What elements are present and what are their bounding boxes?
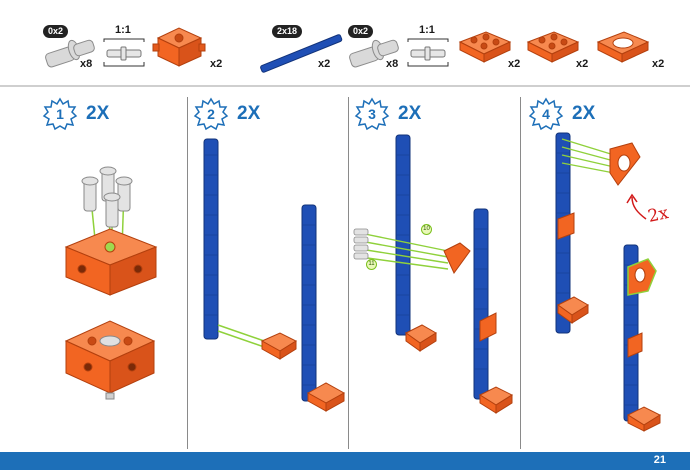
- step-4-quantity: 2X: [572, 103, 596, 124]
- panel-divider: [520, 97, 521, 449]
- orange-connector-block-icon: [152, 27, 206, 67]
- scale-label: 1:1: [115, 24, 131, 36]
- beam-qty: x2: [318, 58, 331, 70]
- handwritten-note: 2x: [646, 203, 671, 227]
- step-number: 4: [542, 106, 550, 122]
- orange-arch-piece-icon: [596, 31, 650, 63]
- handwritten-arrow-icon: [626, 193, 647, 220]
- piece-b-qty: x2: [576, 58, 589, 70]
- pin-qty-2: x8: [386, 58, 399, 70]
- actual-size-pin-icon-2: [407, 38, 449, 67]
- actual-size-pin-icon: [103, 38, 145, 67]
- step-2-beam-assembly-illustration: [203, 138, 346, 412]
- connector-pin-icon: [45, 39, 95, 68]
- step-number: 1: [56, 106, 64, 122]
- beam-size-badge: 2x18: [272, 25, 303, 38]
- step-panels: 1 2X: [0, 89, 690, 452]
- step-1-quantity: 2X: [86, 103, 110, 124]
- step-1-assembled-block-illustration: [64, 320, 156, 400]
- orange-plate-piece-icon: [458, 31, 512, 63]
- parts-bar: 0x2 x8 1:1 x2 2x18 x2 0x2: [0, 0, 690, 87]
- connector-pin-icon-2: [349, 39, 399, 68]
- step-3-quantity: 2X: [398, 103, 422, 124]
- pin-qty: x8: [80, 58, 93, 70]
- step-2-badge: 2: [193, 97, 229, 131]
- piece-a-qty: x2: [508, 58, 521, 70]
- scale-label-2: 1:1: [419, 24, 435, 36]
- step-3-callout: 10: [421, 224, 432, 235]
- footer-bar: 21: [0, 452, 690, 470]
- step-3-badge: 3: [354, 97, 390, 131]
- step-number: 3: [368, 106, 376, 122]
- page-number: 21: [653, 454, 666, 466]
- orange-plate-piece-icon-2: [526, 31, 580, 63]
- step-starburst-icon: [193, 97, 229, 131]
- pin-size-badge: 0x2: [43, 25, 69, 38]
- step-starburst-icon: [42, 97, 78, 131]
- pin-size-badge-2: 0x2: [348, 25, 374, 38]
- step-number: 2: [207, 106, 215, 122]
- block-qty: x2: [210, 58, 223, 70]
- panel-divider: [348, 97, 349, 449]
- step-4-badge: 4: [528, 97, 564, 131]
- step-1-pins-into-block-illustration: [64, 166, 158, 296]
- step-1-badge: 1: [42, 97, 78, 131]
- step-starburst-icon: [354, 97, 390, 131]
- blue-beam-icon: [260, 34, 343, 73]
- step-4-beam-assembly-illustration: [555, 132, 662, 432]
- step-2-quantity: 2X: [237, 103, 261, 124]
- panel-divider: [187, 97, 188, 449]
- piece-c-qty: x2: [652, 58, 665, 70]
- step-3-callout: 11: [366, 259, 377, 270]
- step-starburst-icon: [528, 97, 564, 131]
- step-3-beam-assembly-illustration: [353, 134, 514, 414]
